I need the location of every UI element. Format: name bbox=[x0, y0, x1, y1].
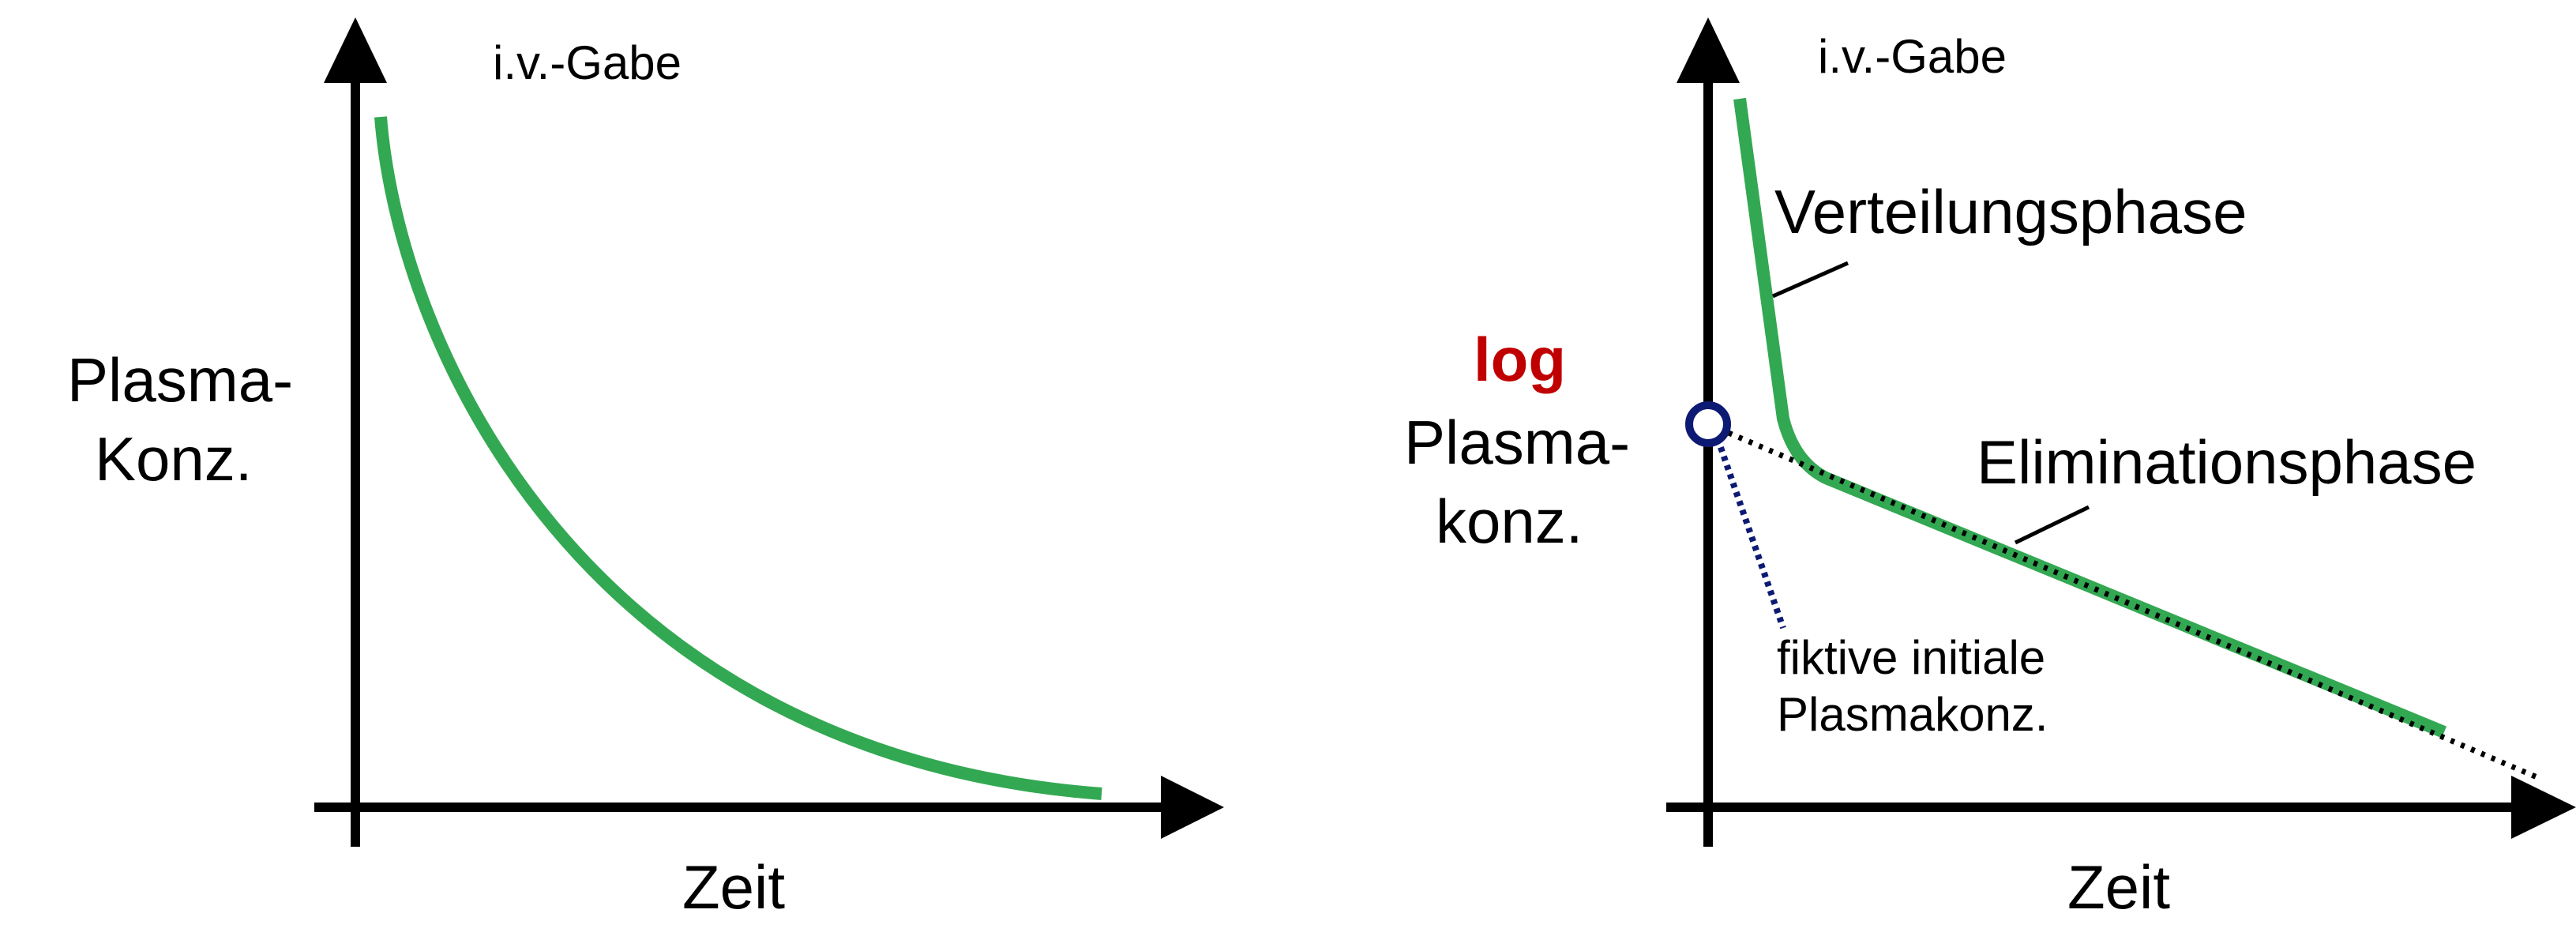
left-x-axis-arrow bbox=[1161, 776, 1224, 839]
initial-concentration-note-line1: fiktive initiale bbox=[1777, 631, 2045, 684]
right-y-axis-arrow bbox=[1677, 17, 1740, 83]
right-y-label-line2: konz. bbox=[1436, 487, 1583, 556]
right-panel: i.v.-Gabe log Plasma- konz. Zeit Verteil… bbox=[1404, 17, 2576, 922]
elimination-phase-leader bbox=[2014, 505, 2090, 545]
elimination-extrapolation-dots bbox=[1707, 421, 2540, 781]
right-y-label-line1: Plasma- bbox=[1404, 408, 1630, 477]
left-decay-curve bbox=[374, 116, 1102, 800]
left-top-label: i.v.-Gabe bbox=[493, 36, 682, 89]
right-x-label: Zeit bbox=[2067, 852, 2170, 922]
elimination-phase-label: Eliminationsphase bbox=[1977, 427, 2476, 497]
distribution-phase-leader bbox=[1771, 261, 1849, 299]
initial-concentration-note-line2: Plasmakonz. bbox=[1777, 688, 2048, 741]
right-x-axis-arrow bbox=[2511, 776, 2576, 839]
left-y-axis-arrow bbox=[324, 17, 387, 83]
initial-concentration-pointer bbox=[1714, 437, 1786, 630]
left-y-label-line2: Konz. bbox=[95, 424, 252, 494]
right-top-label: i.v.-Gabe bbox=[1818, 30, 2007, 83]
left-panel: i.v.-Gabe Plasma- Konz. Zeit bbox=[67, 17, 1224, 922]
left-y-label-line1: Plasma- bbox=[67, 345, 293, 415]
left-x-label: Zeit bbox=[682, 852, 785, 922]
distribution-phase-label: Verteilungsphase bbox=[1774, 177, 2247, 246]
initial-concentration-marker bbox=[1685, 401, 1731, 447]
right-y-label-log: log bbox=[1474, 325, 1566, 394]
right-concentration-curve bbox=[1733, 97, 2447, 739]
